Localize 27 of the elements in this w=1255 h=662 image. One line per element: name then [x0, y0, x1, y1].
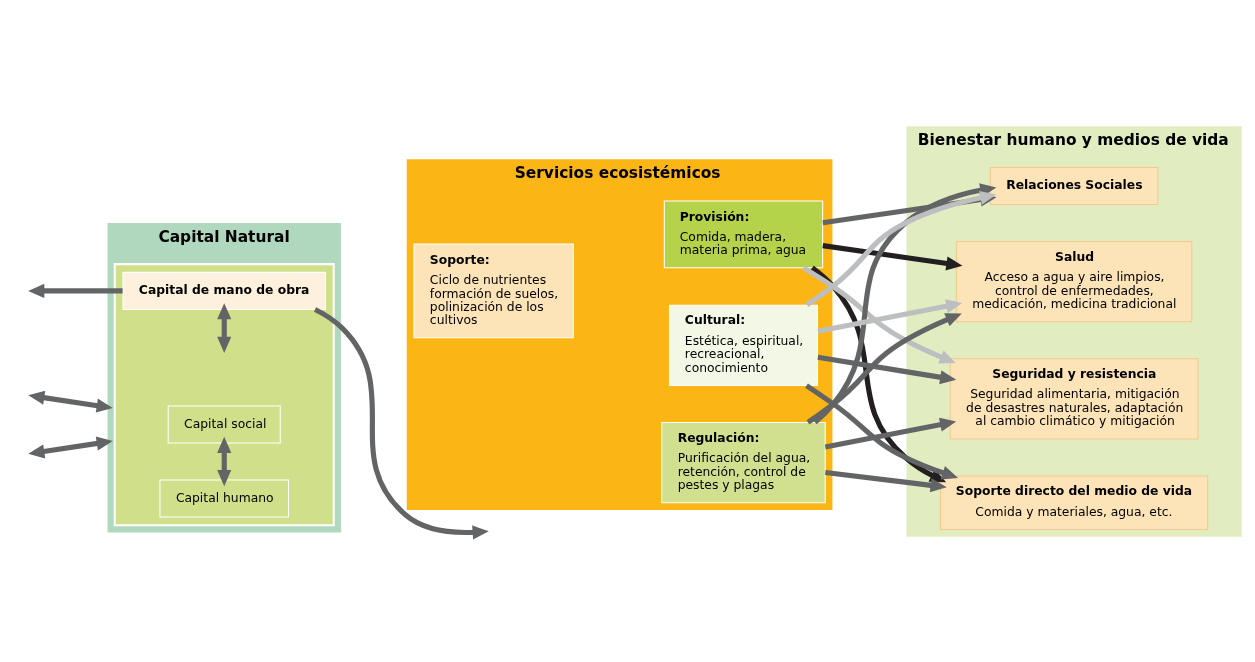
arrow — [217, 302, 232, 353]
arrow — [28, 283, 123, 298]
node-box: Regulación: Purificación del agua, retención, control de pestes y plagas — [661, 421, 826, 503]
arrow — [802, 265, 956, 363]
node-box: Provisión: Comida, madera, materia prima, agua — [663, 199, 824, 268]
arrow — [824, 417, 957, 449]
arrow — [217, 436, 232, 486]
node-box: Seguridad y resistencia Seguridad alimentaria, mitigación de desastres naturales, adaptación al cambio climático y mitigación — [949, 357, 1199, 439]
arrow — [822, 242, 963, 270]
node-box: Capital de mano de obra — [122, 271, 327, 310]
arrow — [805, 382, 959, 479]
arrow — [817, 354, 957, 384]
node-box: Capital social — [167, 405, 281, 444]
node-box: Capital humano — [159, 479, 289, 518]
node-box: Soporte directo del medio de vida Comida y materiales, agua, etc. — [939, 474, 1209, 530]
arrow — [825, 469, 947, 492]
node-box: Salud Acceso a agua y aire limpios, control de enfermedades, medicación, medicina tradicional — [955, 240, 1193, 322]
node-box: Cultural: Estética, espiritual, recreacional, conocimiento — [668, 304, 819, 386]
arrow — [810, 265, 947, 482]
arrow — [28, 436, 113, 458]
arrow — [817, 298, 963, 334]
node-box: Soporte: Ciclo de nutrientes formación de suelos, polinización de los cultivos — [413, 243, 574, 338]
arrow — [313, 306, 489, 539]
node-box: Relaciones Sociales — [989, 166, 1159, 205]
cluster — [113, 262, 335, 526]
arrow — [806, 312, 962, 424]
arrow — [28, 390, 113, 413]
